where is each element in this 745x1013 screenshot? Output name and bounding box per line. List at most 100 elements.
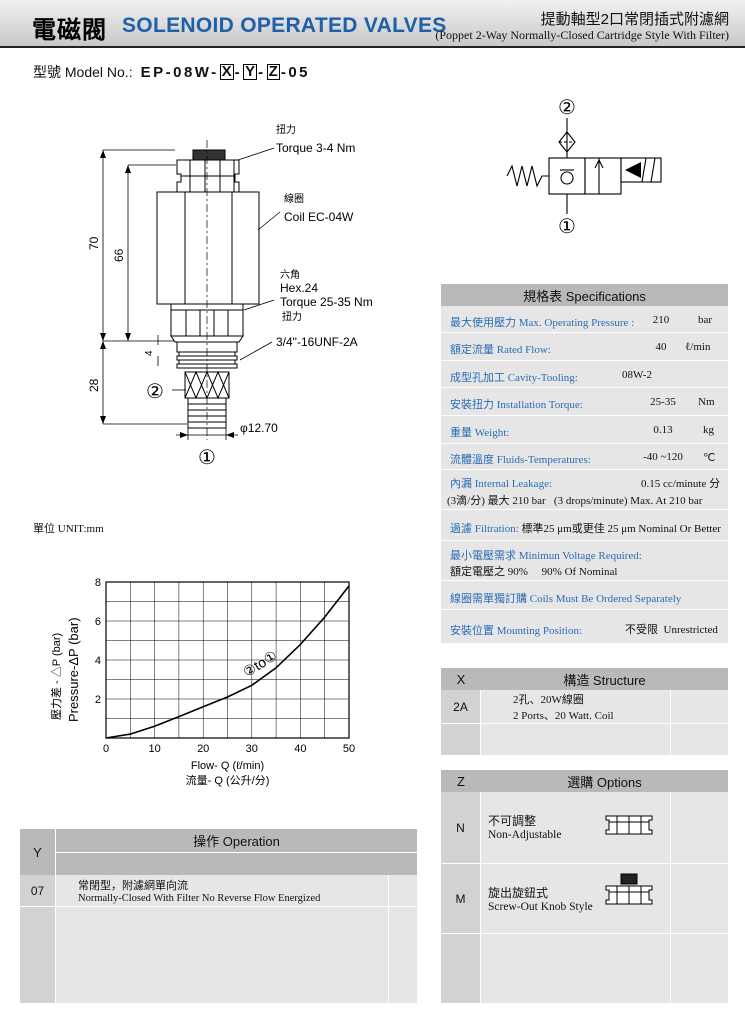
chart-x-tick-label: 30 xyxy=(246,743,258,755)
spec-row-pressure: 最大使用壓力 Max. Operating Pressure : 210 bar xyxy=(441,306,728,333)
spec-value: -40 ~120 xyxy=(643,451,683,463)
model-x-box: X xyxy=(219,63,234,80)
option-code: N xyxy=(441,792,481,863)
hydraulic-symbol: ② ① xyxy=(506,97,662,238)
operation-col-desc: 操作 Operation xyxy=(56,829,417,853)
spec-value: 不受限 Unrestricted xyxy=(625,624,718,636)
operation-code: 07 xyxy=(20,875,56,906)
spec-value: 0.15 cc/minute 分 xyxy=(641,478,721,490)
spec-label-en: Fluids-Temperatures: xyxy=(496,454,591,466)
spec-label-zh: 線圈需單獨訂購 xyxy=(450,593,527,605)
thread-label: 3/4"-16UNF-2A xyxy=(276,335,358,349)
spec-label-zh: 內漏 xyxy=(450,478,472,490)
torque-label-en: Torque 3-4 Nm xyxy=(276,141,355,155)
chart-grid xyxy=(105,581,350,739)
model-suffix: -05 xyxy=(280,63,311,81)
spec-label-en: Rated Flow: xyxy=(496,344,551,356)
structure-desc-en: 2 Ports、20 Watt. Coil xyxy=(513,709,614,722)
model-z-box: Z xyxy=(266,63,280,80)
spec-row-filtration: 過濾 Filtration: 標準25 μm或更佳 25 μm Nominal … xyxy=(441,510,728,541)
model-prefix: EP-08W- xyxy=(140,63,219,81)
spec-label-zh: 成型孔加工 xyxy=(450,372,505,384)
model-sep1: - xyxy=(234,63,243,81)
chart-x-tick-label: 40 xyxy=(294,743,306,755)
option-en: Non-Adjustable xyxy=(488,829,562,841)
screw-out-knob-icon xyxy=(605,873,653,905)
spec-label-en: Filtration: xyxy=(474,523,519,535)
spec-leakage-detail: (3滴/分) 最大 210 bar (3 drops/minute) Max. … xyxy=(447,495,703,507)
spec-unit: ℓ/min xyxy=(685,341,711,353)
spec-unit: kg xyxy=(703,424,714,436)
spec-row-mounting: 安裝位置 Mounting Position: 不受限 Unrestricted xyxy=(441,610,728,644)
option-zh: 不可調整 xyxy=(488,814,537,828)
hex-torque-label-zh: 扭力 xyxy=(282,310,302,323)
options-table: Z 選購 Options N 不可調整 Non-Adjustable M 旋出旋… xyxy=(441,770,728,1004)
structure-col-desc: 構造 Structure xyxy=(563,672,646,688)
hex-label-zh: 六角 xyxy=(280,269,300,281)
spec-row-leakage: 內漏 Internal Leakage: 0.15 cc/minute 分 (3… xyxy=(441,470,728,510)
dim-4: 4 xyxy=(144,350,155,356)
spec-label-zh: 安裝位置 xyxy=(450,625,494,637)
spec-value: 210 xyxy=(652,314,670,326)
spec-label-zh: 最小電壓需求 xyxy=(450,550,516,562)
non-adjustable-icon xyxy=(605,815,653,835)
model-sep2: - xyxy=(258,63,266,81)
symbol-port1: ① xyxy=(558,216,576,238)
structure-desc-zh: 2孔、20W線圈 xyxy=(513,693,584,706)
spec-label-en: Minimun Voltage Required: xyxy=(518,550,642,562)
hex-torque-label-en: Torque 25-35 Nm xyxy=(280,295,373,309)
title-en: SOLENOID OPERATED VALVES xyxy=(122,14,447,37)
torque-label-zh: 扭力 xyxy=(276,123,296,136)
option-row-n: N 不可調整 Non-Adjustable xyxy=(441,792,728,864)
options-col-desc: 選購 Options xyxy=(567,774,642,790)
coil-label-zh: 線圈 xyxy=(284,192,304,205)
chart-y-tick-label: 8 xyxy=(95,577,101,589)
spec-label-en: Cavity-Tooling: xyxy=(507,372,578,384)
chart-x-tick-label: 50 xyxy=(343,743,355,755)
chart-xlabel-zh: 流量- Q (公升/分) xyxy=(186,773,270,787)
spec-label-zh: 額定流量 xyxy=(450,344,494,356)
page-header: 電磁閥 SOLENOID OPERATED VALVES 提動軸型2口常閉插式附… xyxy=(0,0,745,48)
operation-desc: 常閉型，附濾網單向流 Normally-Closed With Filter N… xyxy=(56,875,389,906)
option-zh: 旋出旋鈕式 xyxy=(488,886,549,900)
option-code: M xyxy=(441,864,481,933)
port2-label: ② xyxy=(146,381,164,403)
spec-row-cavity: 成型孔加工 Cavity-Tooling: 08W-2 xyxy=(441,361,728,388)
chart-xlabel-en: Flow- Q (ℓ/min) xyxy=(191,760,264,772)
structure-row: 2A 2孔、20W線圈 2 Ports、20 Watt. Coil xyxy=(441,690,728,724)
spec-label-en: Mounting Position: xyxy=(496,625,583,637)
chart-series-line xyxy=(105,585,350,739)
spec-unit: bar xyxy=(698,314,713,326)
spec-label-zh: 流體溫度 xyxy=(450,454,494,466)
model-y-box: Y xyxy=(243,63,258,80)
solenoid-box xyxy=(620,157,662,183)
option-text: 旋出旋鈕式 Screw-Out Knob Style xyxy=(488,884,593,913)
operation-desc-en: Normally-Closed With Filter No Reverse F… xyxy=(78,893,321,904)
chart-x-tick-label: 10 xyxy=(148,743,160,755)
dim-70: 70 xyxy=(87,236,101,250)
chart-series-label: ②to① xyxy=(240,647,280,680)
knob-top xyxy=(192,149,226,161)
model-label: 型號 Model No.: xyxy=(33,64,133,80)
header-divider xyxy=(0,46,745,48)
header-bar xyxy=(0,0,745,46)
hex-label-en: Hex.24 xyxy=(280,281,318,295)
spec-label-zh: 重量 xyxy=(450,427,472,439)
symbol-port2: ② xyxy=(558,97,576,119)
spec-label-en: Internal Leakage: xyxy=(474,478,553,490)
spring-symbol xyxy=(506,164,549,188)
chart-ylabel-zh: 壓力差 - △P (bar) xyxy=(49,633,63,720)
valve-box-left xyxy=(548,157,586,195)
spec-header: 規格表 Specifications xyxy=(441,284,728,306)
spec-row-torque: 安裝扭力 Installation Torque: 25-35 Nm xyxy=(441,388,728,416)
diameter-label: φ12.70 xyxy=(240,421,278,435)
spec-row-coil-note: 線圈需單獨訂購 Coils Must Be Ordered Separately xyxy=(441,581,728,610)
options-col-code: Z xyxy=(457,773,465,789)
options-header: Z 選購 Options xyxy=(441,770,728,792)
structure-header: X 構造 Structure xyxy=(441,668,728,690)
unit-note: 單位 UNIT:mm xyxy=(33,523,104,535)
spec-row-temperature: 流體溫度 Fluids-Temperatures: -40 ~120 ℃ xyxy=(441,444,728,470)
option-text: 不可調整 Non-Adjustable xyxy=(488,812,561,841)
